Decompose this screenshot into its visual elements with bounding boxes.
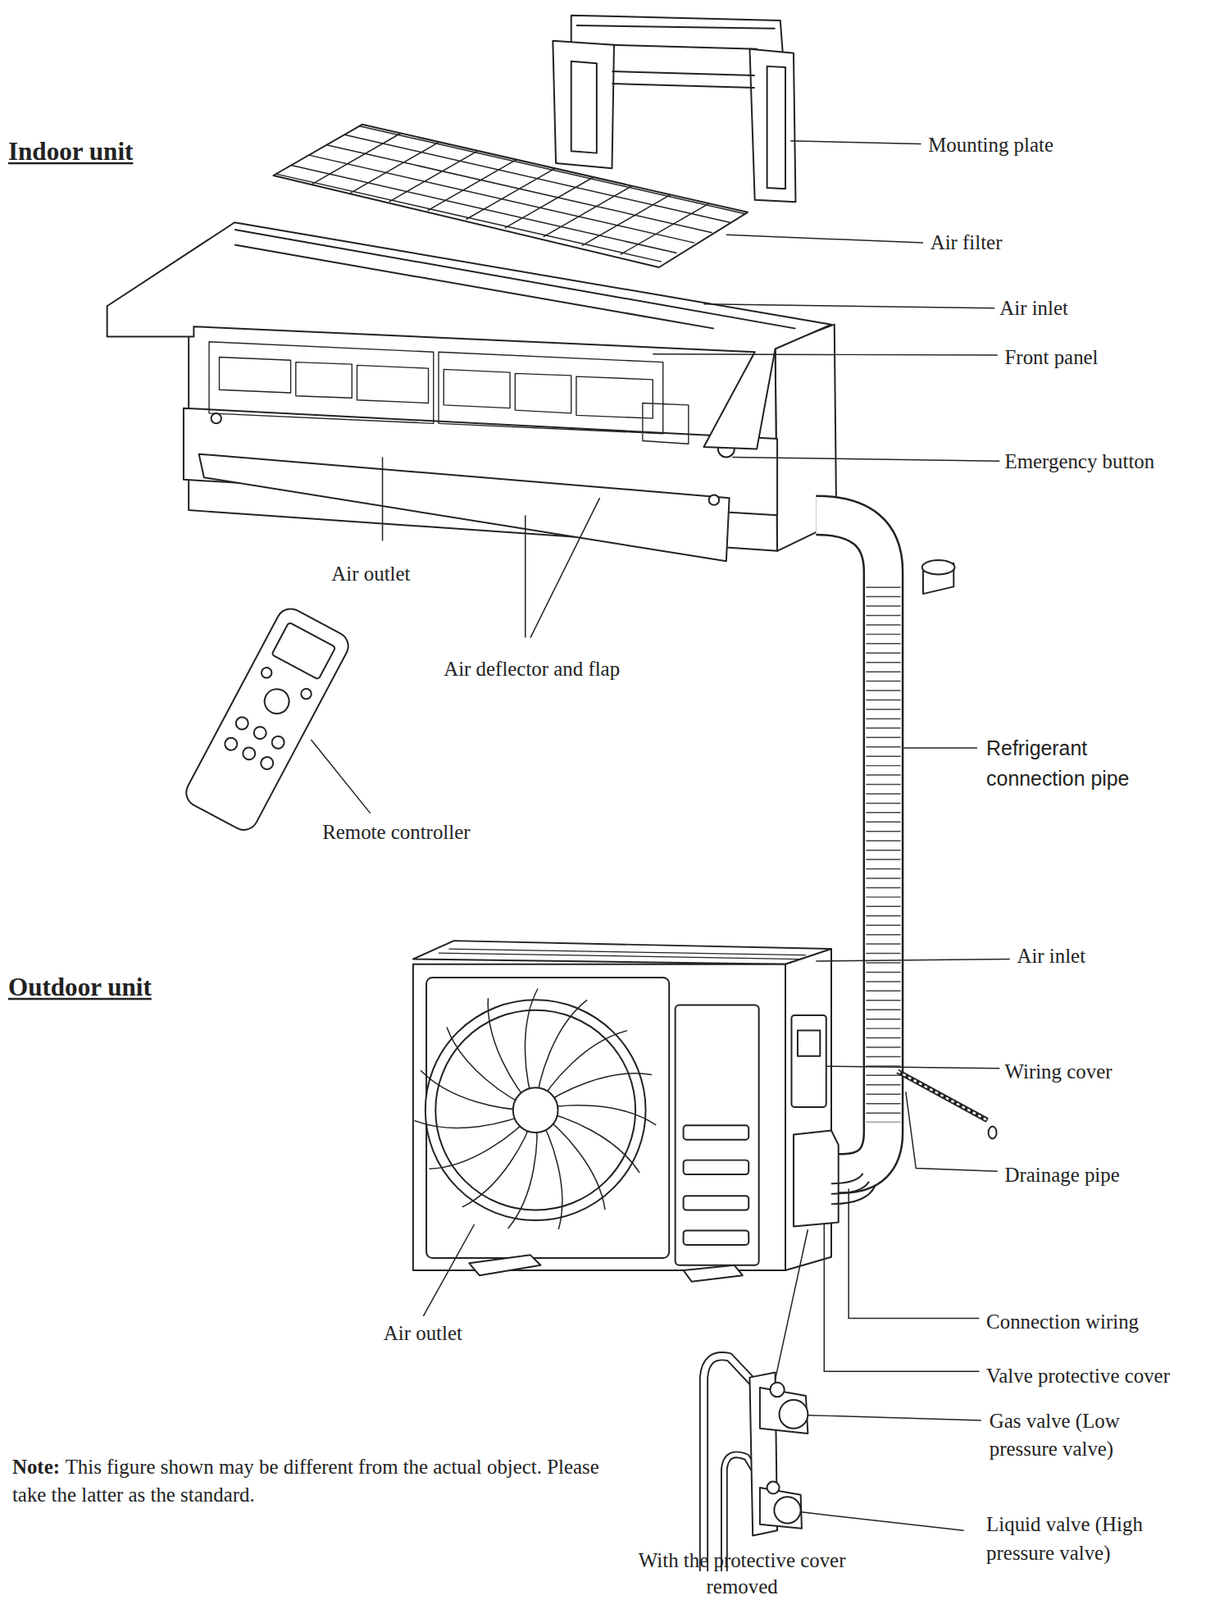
part-label: Mounting plate bbox=[928, 131, 1054, 158]
outdoor-slot bbox=[683, 1124, 750, 1139]
part-label: Gas valve (Low pressure valve) bbox=[989, 1405, 1179, 1463]
outdoor-side-panel bbox=[675, 1005, 760, 1265]
outdoor-foot bbox=[683, 1264, 743, 1282]
outdoor-unit-front bbox=[413, 964, 786, 1270]
remote-button bbox=[259, 665, 274, 680]
leader-line bbox=[423, 1224, 474, 1316]
indoor-unit-interior bbox=[209, 341, 689, 444]
liquid-valve bbox=[759, 1487, 802, 1529]
leader-line bbox=[703, 304, 995, 309]
part-label: Air deflector and flap bbox=[443, 655, 620, 682]
leader-line bbox=[823, 1224, 979, 1371]
indoor-screw bbox=[211, 413, 222, 424]
part-label: Refrigerant connection pipe bbox=[986, 732, 1170, 794]
wiring-cover bbox=[791, 1014, 826, 1107]
drainage-pipe-inner bbox=[897, 1070, 988, 1120]
leader-line bbox=[826, 1065, 1001, 1068]
part-label: Remote controller bbox=[322, 818, 470, 845]
refrigerant-pipe-ribs bbox=[865, 586, 901, 1122]
leader-line bbox=[790, 141, 921, 145]
part-label: Air outlet bbox=[383, 1319, 463, 1346]
water-drop bbox=[988, 1126, 997, 1139]
leader-line bbox=[726, 234, 924, 243]
outdoor-unit-top bbox=[413, 940, 832, 965]
part-label: Valve protective cover bbox=[986, 1361, 1170, 1388]
gas-valve bbox=[759, 1387, 808, 1434]
leader-line bbox=[525, 497, 601, 638]
part-label: Front panel bbox=[1005, 343, 1099, 370]
outdoor-slot bbox=[683, 1195, 750, 1210]
mounting-plate-leg bbox=[552, 40, 615, 169]
front-panel-edge bbox=[234, 229, 796, 329]
outdoor-slot bbox=[683, 1229, 750, 1244]
section-heading: Outdoor unit bbox=[8, 973, 152, 1001]
part-label: Air inlet bbox=[1016, 942, 1086, 970]
remote-button bbox=[259, 684, 293, 718]
remote-button bbox=[251, 724, 269, 742]
leader-line bbox=[801, 1511, 965, 1530]
gas-valve-cap bbox=[769, 1382, 784, 1397]
part-label: Air filter bbox=[930, 228, 1003, 255]
connection-wiring bbox=[831, 1173, 875, 1204]
mounting-plate-leg bbox=[749, 49, 796, 203]
leader-line bbox=[310, 739, 370, 814]
air-deflector bbox=[199, 454, 730, 562]
liquid-valve-cap bbox=[767, 1481, 780, 1494]
drainage-pipe bbox=[897, 1070, 988, 1120]
remote-button bbox=[269, 733, 287, 751]
gas-valve-nut bbox=[779, 1399, 809, 1429]
leader-line bbox=[652, 354, 998, 355]
outdoor-foot bbox=[468, 1254, 541, 1275]
fan-guard bbox=[425, 999, 647, 1220]
outdoor-slot bbox=[683, 1160, 750, 1174]
indoor-screw bbox=[709, 494, 719, 505]
leader-line bbox=[775, 1228, 809, 1379]
leader-line bbox=[905, 1091, 998, 1171]
note-heading: Note: bbox=[12, 1451, 60, 1480]
fan-grille-line bbox=[420, 1030, 536, 1150]
part-label: Emergency button bbox=[1005, 447, 1156, 474]
part-label: With the protective cover removed bbox=[632, 1546, 851, 1600]
part-label: Connection wiring bbox=[986, 1307, 1139, 1334]
part-label: Air inlet bbox=[999, 295, 1069, 322]
remote-button bbox=[241, 745, 258, 762]
leader-line bbox=[903, 746, 978, 748]
wiring-cover-detail bbox=[797, 1030, 820, 1056]
leader-line bbox=[732, 456, 1000, 461]
liquid-valve-nut bbox=[773, 1496, 801, 1523]
part-label: Drainage pipe bbox=[1005, 1160, 1120, 1188]
remote-button bbox=[299, 687, 314, 701]
section-heading: Indoor unit bbox=[8, 138, 133, 165]
pipe-end bbox=[922, 559, 956, 574]
fan-guard-ring bbox=[435, 1010, 636, 1211]
leader-line bbox=[848, 1187, 979, 1318]
fan-hub bbox=[513, 1087, 559, 1133]
remote-button bbox=[222, 735, 240, 752]
outdoor-top-grille bbox=[438, 948, 806, 959]
leader-line bbox=[382, 456, 383, 541]
remote-button bbox=[233, 714, 251, 732]
part-label: Air outlet bbox=[331, 559, 410, 587]
remote-button bbox=[259, 754, 276, 771]
part-label: Wiring cover bbox=[1005, 1057, 1113, 1084]
leader-line bbox=[815, 959, 1010, 961]
front-panel bbox=[107, 222, 832, 449]
part-label: Liquid valve (High pressure valve) bbox=[986, 1509, 1175, 1567]
leader-line bbox=[807, 1415, 982, 1420]
remote-screen bbox=[271, 622, 336, 680]
valve-protective-cover bbox=[793, 1130, 839, 1227]
mounting-plate-detail bbox=[571, 25, 786, 189]
note-text: This figure shown may be different from … bbox=[12, 1451, 605, 1509]
remote-controller bbox=[181, 603, 354, 835]
